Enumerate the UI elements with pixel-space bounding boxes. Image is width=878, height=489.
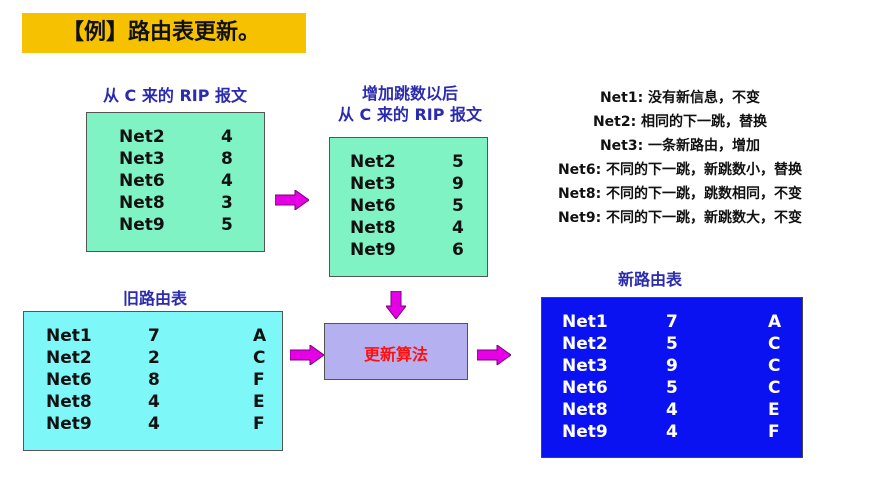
table-row: Net2 2 C <box>24 348 282 370</box>
new-table-caption: 新路由表 <box>617 270 682 289</box>
net-cell: Net6 <box>562 378 608 398</box>
caption-line-2: 从 C 来的 RIP 报文 <box>337 105 483 124</box>
arrow-down-icon <box>386 291 406 319</box>
table-row: Net3 9 C <box>542 356 802 378</box>
hops-cell: 7 <box>148 326 160 346</box>
next-hop-cell: F <box>253 370 265 390</box>
rip-incremented-caption: 增加跳数以后 从 C 来的 RIP 报文 <box>305 83 515 125</box>
net-cell: Net8 <box>46 392 92 412</box>
net-cell: Net1 <box>562 312 608 332</box>
hops-cell: 4 <box>452 218 464 238</box>
note-line: Net3: 一条新路由，增加 <box>599 138 761 154</box>
next-hop-cell: E <box>253 392 265 412</box>
arrow-right-icon <box>275 190 309 210</box>
note-line: Net1: 没有新信息，不变 <box>599 90 761 106</box>
hops-cell: 4 <box>148 414 160 434</box>
hops-cell: 4 <box>666 400 678 420</box>
arrow-right-icon <box>290 345 324 365</box>
hops-cell: 2 <box>148 348 160 368</box>
caption-line-1: 增加跳数以后 <box>361 84 458 103</box>
net-cell: Net6 <box>119 171 165 191</box>
next-hop-cell: F <box>768 422 780 442</box>
table-row: Net9 5 <box>87 215 264 237</box>
old-table-caption: 旧路由表 <box>122 289 187 308</box>
hops-cell: 5 <box>666 378 678 398</box>
table-row: Net8 4 E <box>542 400 802 422</box>
next-hop-cell: A <box>768 312 782 332</box>
table-row: Net3 9 <box>330 174 487 196</box>
update-algorithm-box: 更新算法 <box>324 323 468 380</box>
table-row: Net2 4 <box>87 127 264 149</box>
table-row: Net6 5 C <box>542 378 802 400</box>
net-cell: Net2 <box>46 348 92 368</box>
next-hop-cell: E <box>768 400 780 420</box>
net-cell: Net2 <box>119 127 165 147</box>
net-cell: Net9 <box>562 422 608 442</box>
rip-from-c-table: Net2 4 Net3 8 Net6 4 Net8 3 Net9 5 <box>86 112 265 252</box>
net-cell: Net8 <box>562 400 608 420</box>
net-cell: Net2 <box>350 152 396 172</box>
table-row: Net9 4 F <box>542 422 802 444</box>
hops-cell: 4 <box>221 171 233 191</box>
next-hop-cell: A <box>253 326 267 346</box>
next-hop-cell: C <box>768 356 781 376</box>
net-cell: Net2 <box>562 334 608 354</box>
net-cell: Net6 <box>46 370 92 390</box>
hops-cell: 4 <box>221 127 233 147</box>
next-hop-cell: C <box>253 348 266 368</box>
hops-cell: 5 <box>452 152 464 172</box>
rip-from-c-caption: 从 C 来的 RIP 报文 <box>102 86 248 105</box>
next-hop-cell: F <box>253 414 265 434</box>
hops-cell: 4 <box>148 392 160 412</box>
table-row: Net1 7 A <box>542 312 802 334</box>
net-cell: Net6 <box>350 196 396 216</box>
next-hop-cell: C <box>768 378 781 398</box>
table-row: Net2 5 C <box>542 334 802 356</box>
net-cell: Net9 <box>350 240 396 260</box>
rip-incremented-table: Net2 5 Net3 9 Net6 5 Net8 4 Net9 6 <box>329 137 488 277</box>
hops-cell: 3 <box>221 193 233 213</box>
table-row: Net8 4 E <box>24 392 282 414</box>
table-row: Net9 4 F <box>24 414 282 436</box>
slide-title: 【例】路由表更新。 <box>22 13 306 53</box>
table-row: Net2 5 <box>330 152 487 174</box>
net-cell: Net3 <box>350 174 396 194</box>
table-row: Net6 5 <box>330 196 487 218</box>
note-line: Net2: 相同的下一跳，替换 <box>592 114 768 130</box>
hops-cell: 6 <box>452 240 464 260</box>
hops-cell: 9 <box>666 356 678 376</box>
hops-cell: 8 <box>221 149 233 169</box>
net-cell: Net9 <box>119 215 165 235</box>
note-line: Net8: 不同的下一跳，跳数相同，不变 <box>557 186 803 202</box>
net-cell: Net8 <box>350 218 396 238</box>
net-cell: Net1 <box>46 326 92 346</box>
net-cell: Net3 <box>119 149 165 169</box>
hops-cell: 5 <box>221 215 233 235</box>
arrow-right-icon <box>477 345 511 365</box>
table-row: Net8 4 <box>330 218 487 240</box>
table-row: Net1 7 A <box>24 326 282 348</box>
note-line: Net9: 不同的下一跳，新跳数大，不变 <box>557 210 803 226</box>
hops-cell: 4 <box>666 422 678 442</box>
net-cell: Net8 <box>119 193 165 213</box>
hops-cell: 8 <box>148 370 160 390</box>
table-row: Net6 8 F <box>24 370 282 392</box>
net-cell: Net9 <box>46 414 92 434</box>
algorithm-label: 更新算法 <box>363 345 428 364</box>
next-hop-cell: C <box>768 334 781 354</box>
note-line: Net6: 不同的下一跳，新跳数小，替换 <box>557 162 803 178</box>
table-row: Net6 4 <box>87 171 264 193</box>
net-cell: Net3 <box>562 356 608 376</box>
table-row: Net3 8 <box>87 149 264 171</box>
update-notes: Net1: 没有新信息，不变 Net2: 相同的下一跳，替换 Net3: 一条新… <box>520 86 840 230</box>
hops-cell: 5 <box>452 196 464 216</box>
table-row: Net8 3 <box>87 193 264 215</box>
hops-cell: 7 <box>666 312 678 332</box>
hops-cell: 5 <box>666 334 678 354</box>
hops-cell: 9 <box>452 174 464 194</box>
table-row: Net9 6 <box>330 240 487 262</box>
